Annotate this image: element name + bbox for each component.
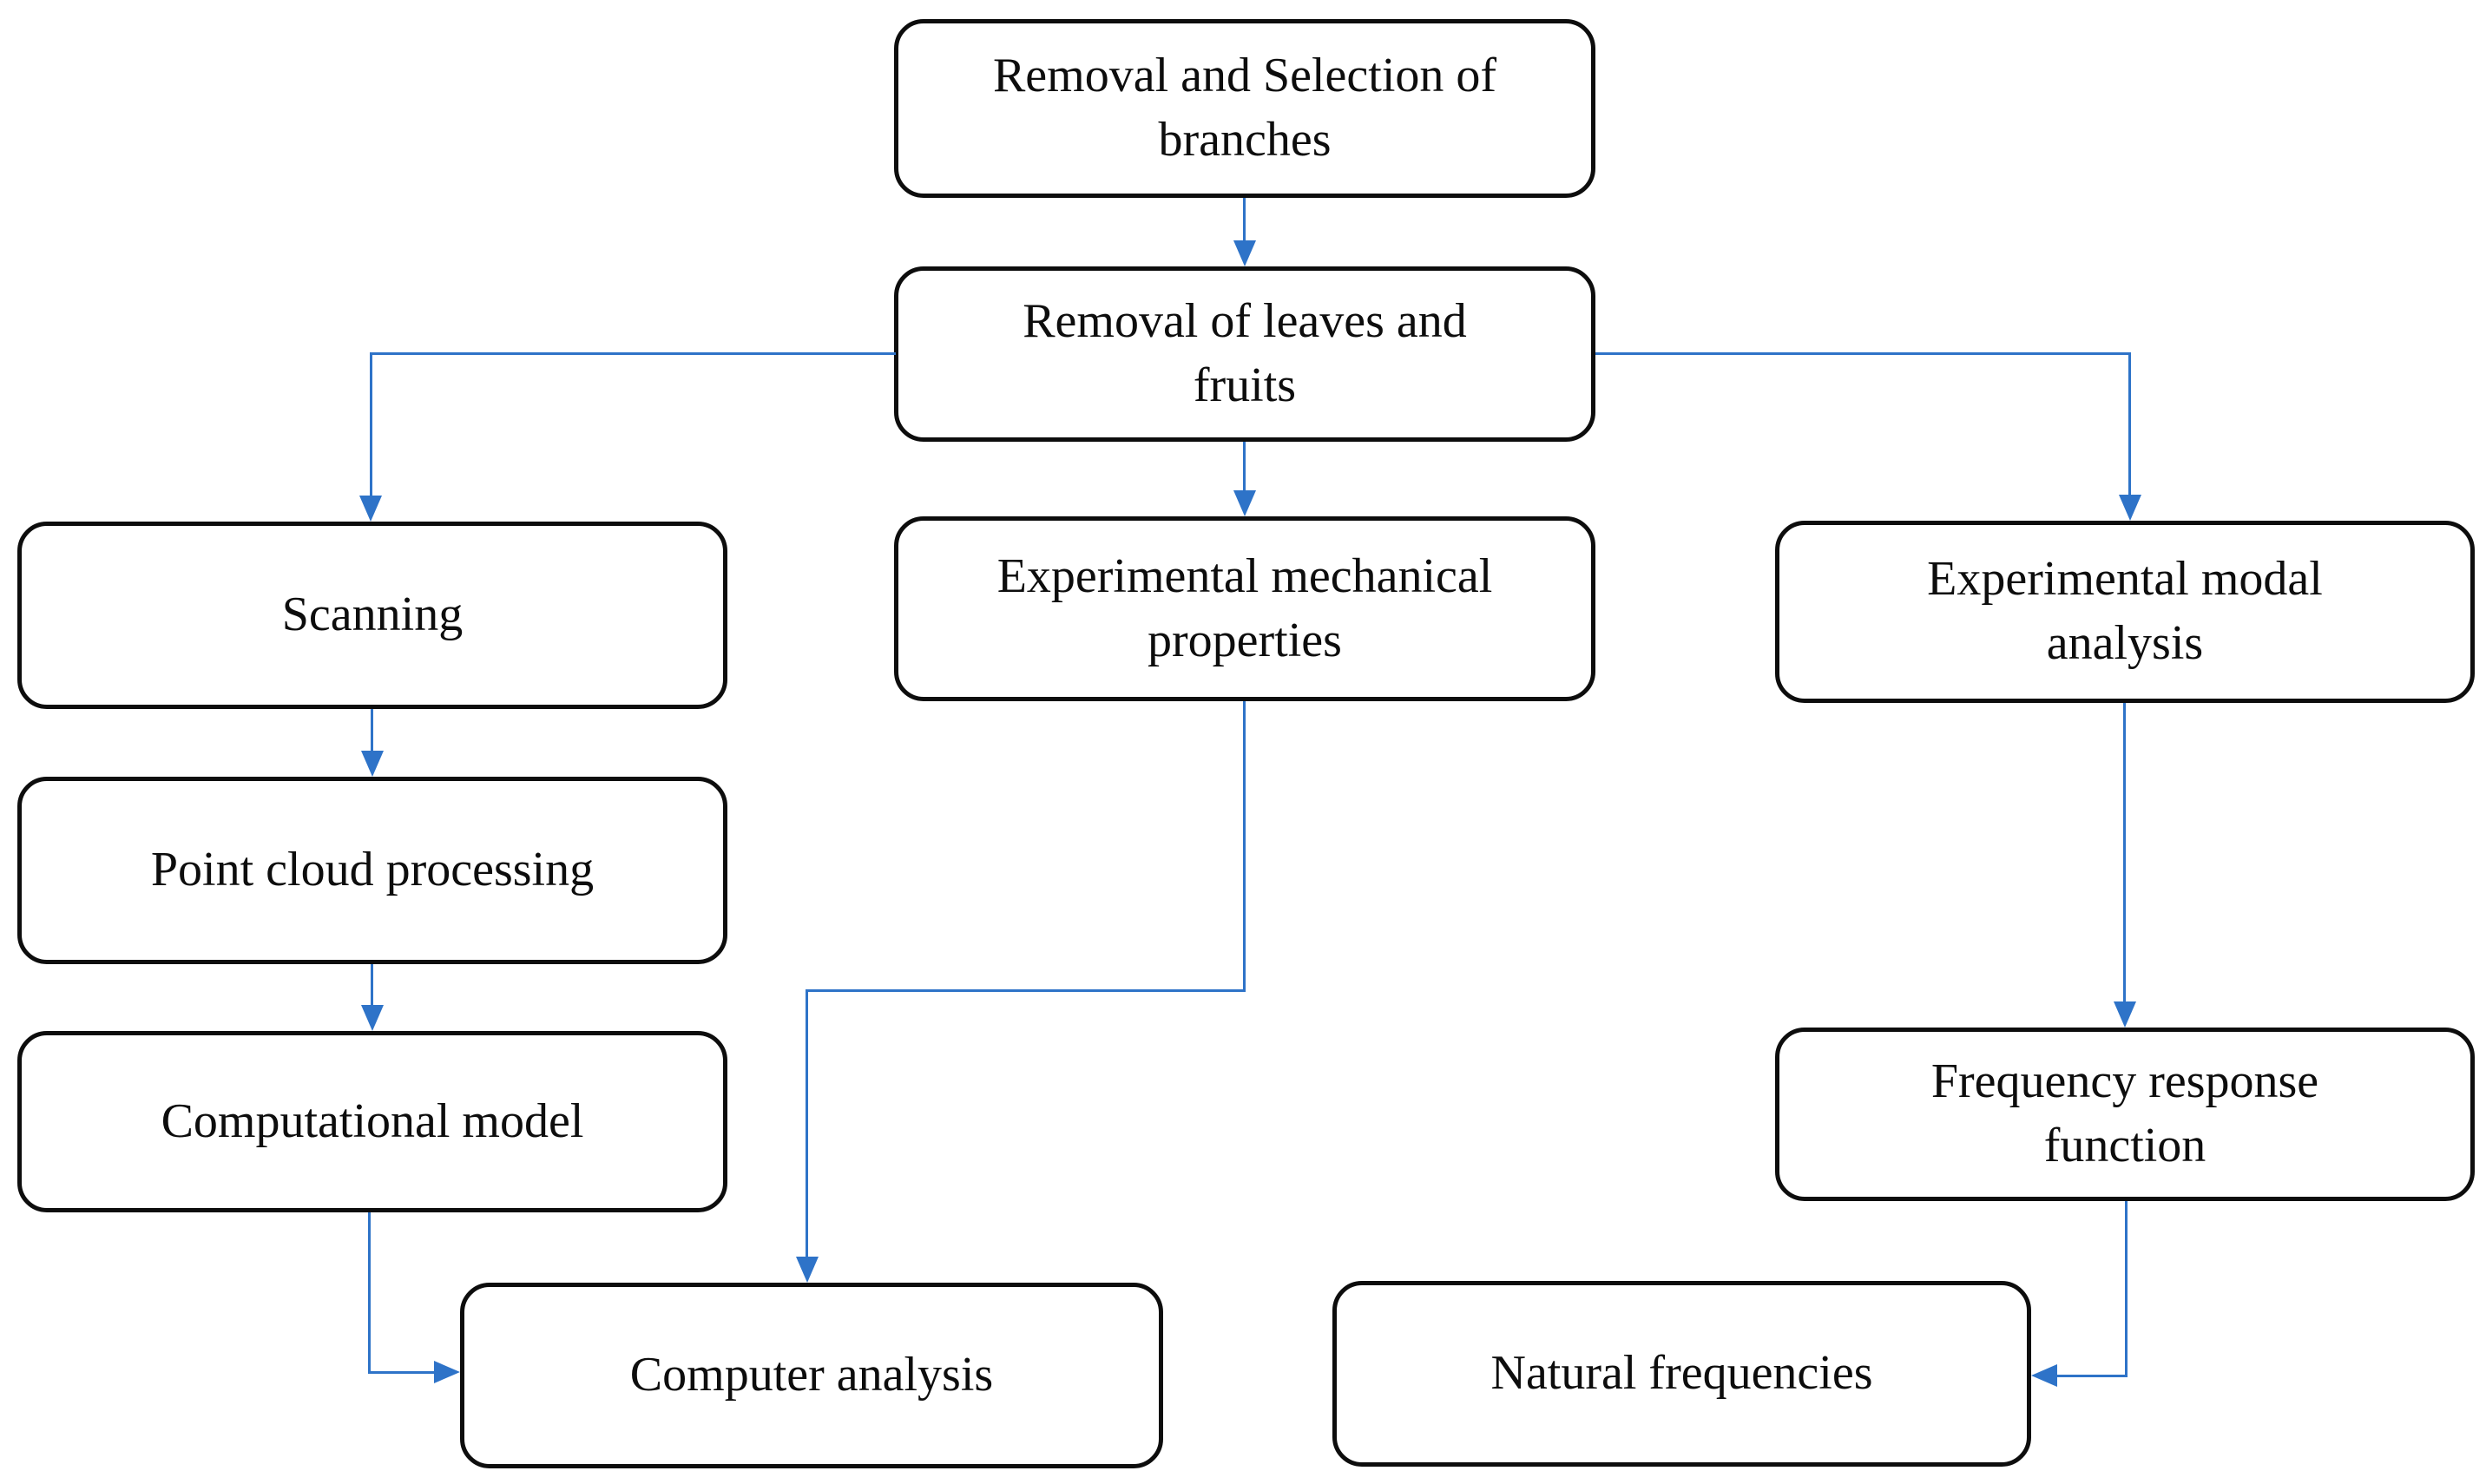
arrow-down-icon (361, 751, 384, 777)
arrow-down-icon (2119, 495, 2141, 521)
node-computational-model: Computational model (17, 1031, 727, 1212)
node-removal-and-selection-of-branches: Removal and Selection of branches (894, 19, 1595, 198)
edge-modal-to-frf-line (2123, 703, 2126, 1003)
node-label: Removal and Selection of branches (992, 49, 1497, 167)
node-experimental-modal-analysis: Experimental modal analysis (1775, 521, 2475, 703)
node-label: Frequency response function (1930, 1054, 2319, 1172)
node-label: Natural frequencies (1490, 1346, 1873, 1401)
node-removal-of-leaves-and-fruits: Removal of leaves and fruits (894, 266, 1595, 442)
node-scanning: Scanning (17, 522, 727, 709)
edge-leaves-to-modal-line (2128, 352, 2131, 497)
edge-model-to-analysis-line (368, 1212, 371, 1374)
node-label: Computer analysis (629, 1348, 994, 1402)
node-frequency-response-function: Frequency response function (1775, 1028, 2475, 1201)
edge-mechanical-to-analysis-line (1243, 701, 1246, 992)
arrow-down-icon (1233, 240, 1256, 266)
edge-mechanical-to-analysis-line (806, 989, 808, 1258)
arrow-down-icon (359, 496, 382, 522)
arrow-down-icon (796, 1257, 819, 1283)
edge-mechanical-to-analysis-line (806, 989, 1246, 992)
node-natural-frequencies: Natural frequencies (1332, 1281, 2031, 1467)
edge-removal-to-leaves-line (1243, 198, 1246, 243)
arrow-down-icon (361, 1005, 384, 1031)
edge-leaves-to-mechanical-line (1243, 442, 1246, 493)
node-label: Computational model (161, 1093, 584, 1148)
arrow-left-icon (2031, 1364, 2057, 1387)
node-label: Experimental modal analysis (1927, 552, 2323, 670)
node-computer-analysis: Computer analysis (460, 1283, 1163, 1468)
edge-pointcloud-to-model-line (371, 964, 373, 1008)
arrow-down-icon (1233, 490, 1256, 516)
edge-frf-to-natural-line (2125, 1201, 2128, 1377)
edge-leaves-to-modal-line (1595, 352, 2131, 355)
edge-model-to-analysis-line (368, 1371, 436, 1374)
node-point-cloud-processing: Point cloud processing (17, 777, 727, 964)
edge-leaves-to-scanning-line (370, 352, 896, 355)
arrow-down-icon (2114, 1001, 2136, 1028)
node-label: Point cloud processing (150, 843, 595, 897)
node-experimental-mechanical-properties: Experimental mechanical properties (894, 516, 1595, 701)
edge-scanning-to-pointcloud-line (371, 709, 373, 753)
arrow-right-icon (434, 1361, 460, 1383)
edge-leaves-to-scanning-line (370, 352, 372, 498)
node-label: Removal of leaves and fruits (1023, 294, 1467, 412)
node-label: Scanning (281, 588, 464, 642)
edge-frf-to-natural-line (2055, 1375, 2127, 1377)
node-label: Experimental mechanical properties (996, 548, 1493, 667)
